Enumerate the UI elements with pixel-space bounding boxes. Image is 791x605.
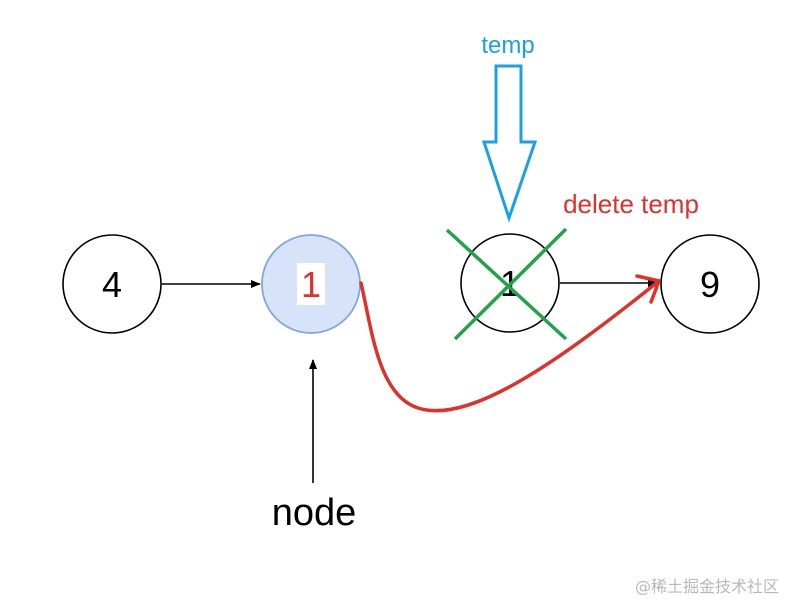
delete-cross-mark (445, 227, 568, 341)
node-value: 1 (301, 264, 321, 305)
temp-pointer-arrow (481, 64, 538, 223)
list-node-1-current: 1 (261, 234, 361, 334)
watermark: @稀土掘金技术社区 (634, 577, 779, 596)
delete-temp-label: delete temp (563, 189, 699, 219)
temp-label: temp (481, 32, 534, 59)
node-pointer-label: node (272, 492, 357, 534)
list-node-4: 4 (62, 234, 162, 334)
list-node-9: 9 (660, 234, 760, 334)
redirect-next-arrow (359, 274, 661, 413)
node-value: 9 (700, 264, 720, 305)
node-value: 4 (102, 264, 122, 305)
